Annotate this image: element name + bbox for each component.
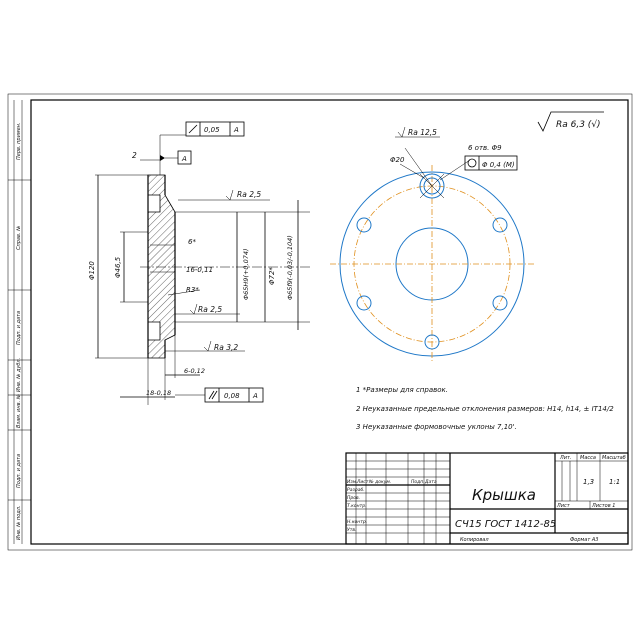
note-3: 3 Неуказанные формовочные уклоны 7,10'. <box>356 423 517 431</box>
section-view: Φ120 Φ46,5 6* 16-0,11 R3* Φ65Н9(+0,074) … <box>88 121 310 405</box>
dim-18: 18-0,18 <box>146 389 171 397</box>
flatness-frame <box>185 121 245 137</box>
side-stamp-6: Подп. и дата <box>16 454 22 488</box>
svg-text:Подп.: Подп. <box>411 479 425 485</box>
position-tol: Φ 0,4 (M) <box>482 161 515 169</box>
parallel-value: 0,08 <box>224 392 240 400</box>
outer-frame <box>7 93 633 551</box>
flatness-value: 0,05 <box>204 126 220 134</box>
svg-text:№ докум.: № докум. <box>368 479 391 485</box>
side-stamp-4: Инв. № дубл. <box>16 358 22 392</box>
title-block: Изм. Лист № докум. Подп. Дата Разраб. Пр… <box>345 452 629 545</box>
holes-label: 6 отв. Φ9 <box>468 144 502 152</box>
part-name: Крышка <box>472 486 536 504</box>
sheets-label: Листов 1 <box>591 503 615 509</box>
datum-a-label: A <box>181 155 187 163</box>
flatness-datum: A <box>233 126 239 134</box>
dim-72: Φ72* <box>268 267 276 285</box>
dim-20: Φ20 <box>390 156 405 164</box>
datum-a-box <box>177 150 192 165</box>
svg-text:Утв.: Утв. <box>347 527 356 533</box>
dim-46-5: Φ46,5 <box>114 256 122 278</box>
dim-2: 2 <box>132 151 137 160</box>
inner-frame <box>30 99 629 545</box>
material: СЧ15 ГОСТ 1412-85 <box>455 519 556 530</box>
parallel-datum: A <box>252 392 258 400</box>
dim-6b: 6-0,12 <box>184 367 205 375</box>
side-stamp: Перв. примен. Справ. № Подп. и дата Инв.… <box>8 100 31 544</box>
notes: 1 *Размеры для справок. 2 Неуказанные пр… <box>356 386 614 431</box>
svg-text:Изм.: Изм. <box>347 479 358 485</box>
svg-text:Лист: Лист <box>356 479 369 485</box>
ra-general: Ra 6,3 (√) <box>556 119 601 130</box>
ra-12-5: Ra 12,5 <box>408 128 437 137</box>
format-label: Формат А3 <box>570 537 598 543</box>
copied-label: Копировал <box>460 537 489 543</box>
dim-65h9: Φ65Н9(+0,074) <box>242 248 250 300</box>
scale-value: 1:1 <box>609 478 620 486</box>
side-stamp-7: Инв. № подл. <box>16 506 22 541</box>
mass-value: 1,3 <box>583 478 594 486</box>
svg-text:Дата: Дата <box>424 479 437 485</box>
dim-r3: R3* <box>186 286 199 294</box>
side-stamp-2: Справ. № <box>16 226 22 250</box>
dim-6deg: 6* <box>188 238 196 246</box>
ra-2-5-top: Ra 2,5 <box>237 190 261 199</box>
dim-65f9: Φ65f9(-0,03/-0,104) <box>286 235 294 300</box>
front-view: Ra 12,5 Φ20 6 отв. Φ9 Φ 0,4 (M) Ra 6,3 (… <box>330 111 604 362</box>
ra-3-2: Ra 3,2 <box>214 343 238 352</box>
note-1: 1 *Размеры для справок. <box>356 386 448 394</box>
svg-text:Н.контр.: Н.контр. <box>347 519 367 525</box>
svg-text:Разраб.: Разраб. <box>347 487 365 493</box>
ra-2-5-mid: Ra 2,5 <box>198 305 222 314</box>
col-scale: Масштаб <box>602 455 626 461</box>
svg-text:Пров.: Пров. <box>347 495 360 501</box>
dim-16: 16-0,11 <box>186 266 213 274</box>
note-2: 2 Неуказанные предельные отклонения разм… <box>356 405 614 413</box>
col-mass: Масса <box>580 455 596 461</box>
svg-text:Т.контр.: Т.контр. <box>347 503 367 509</box>
sheet-label: Лист <box>556 503 571 509</box>
side-stamp-5: Взам. инв. № <box>16 394 22 428</box>
position-frame <box>464 155 518 171</box>
side-stamp-3: Подп. и дата <box>16 311 22 345</box>
side-stamp-1: Перв. примен. <box>16 122 22 160</box>
dim-120: Φ120 <box>88 261 96 280</box>
col-lit: Лит. <box>559 455 572 461</box>
